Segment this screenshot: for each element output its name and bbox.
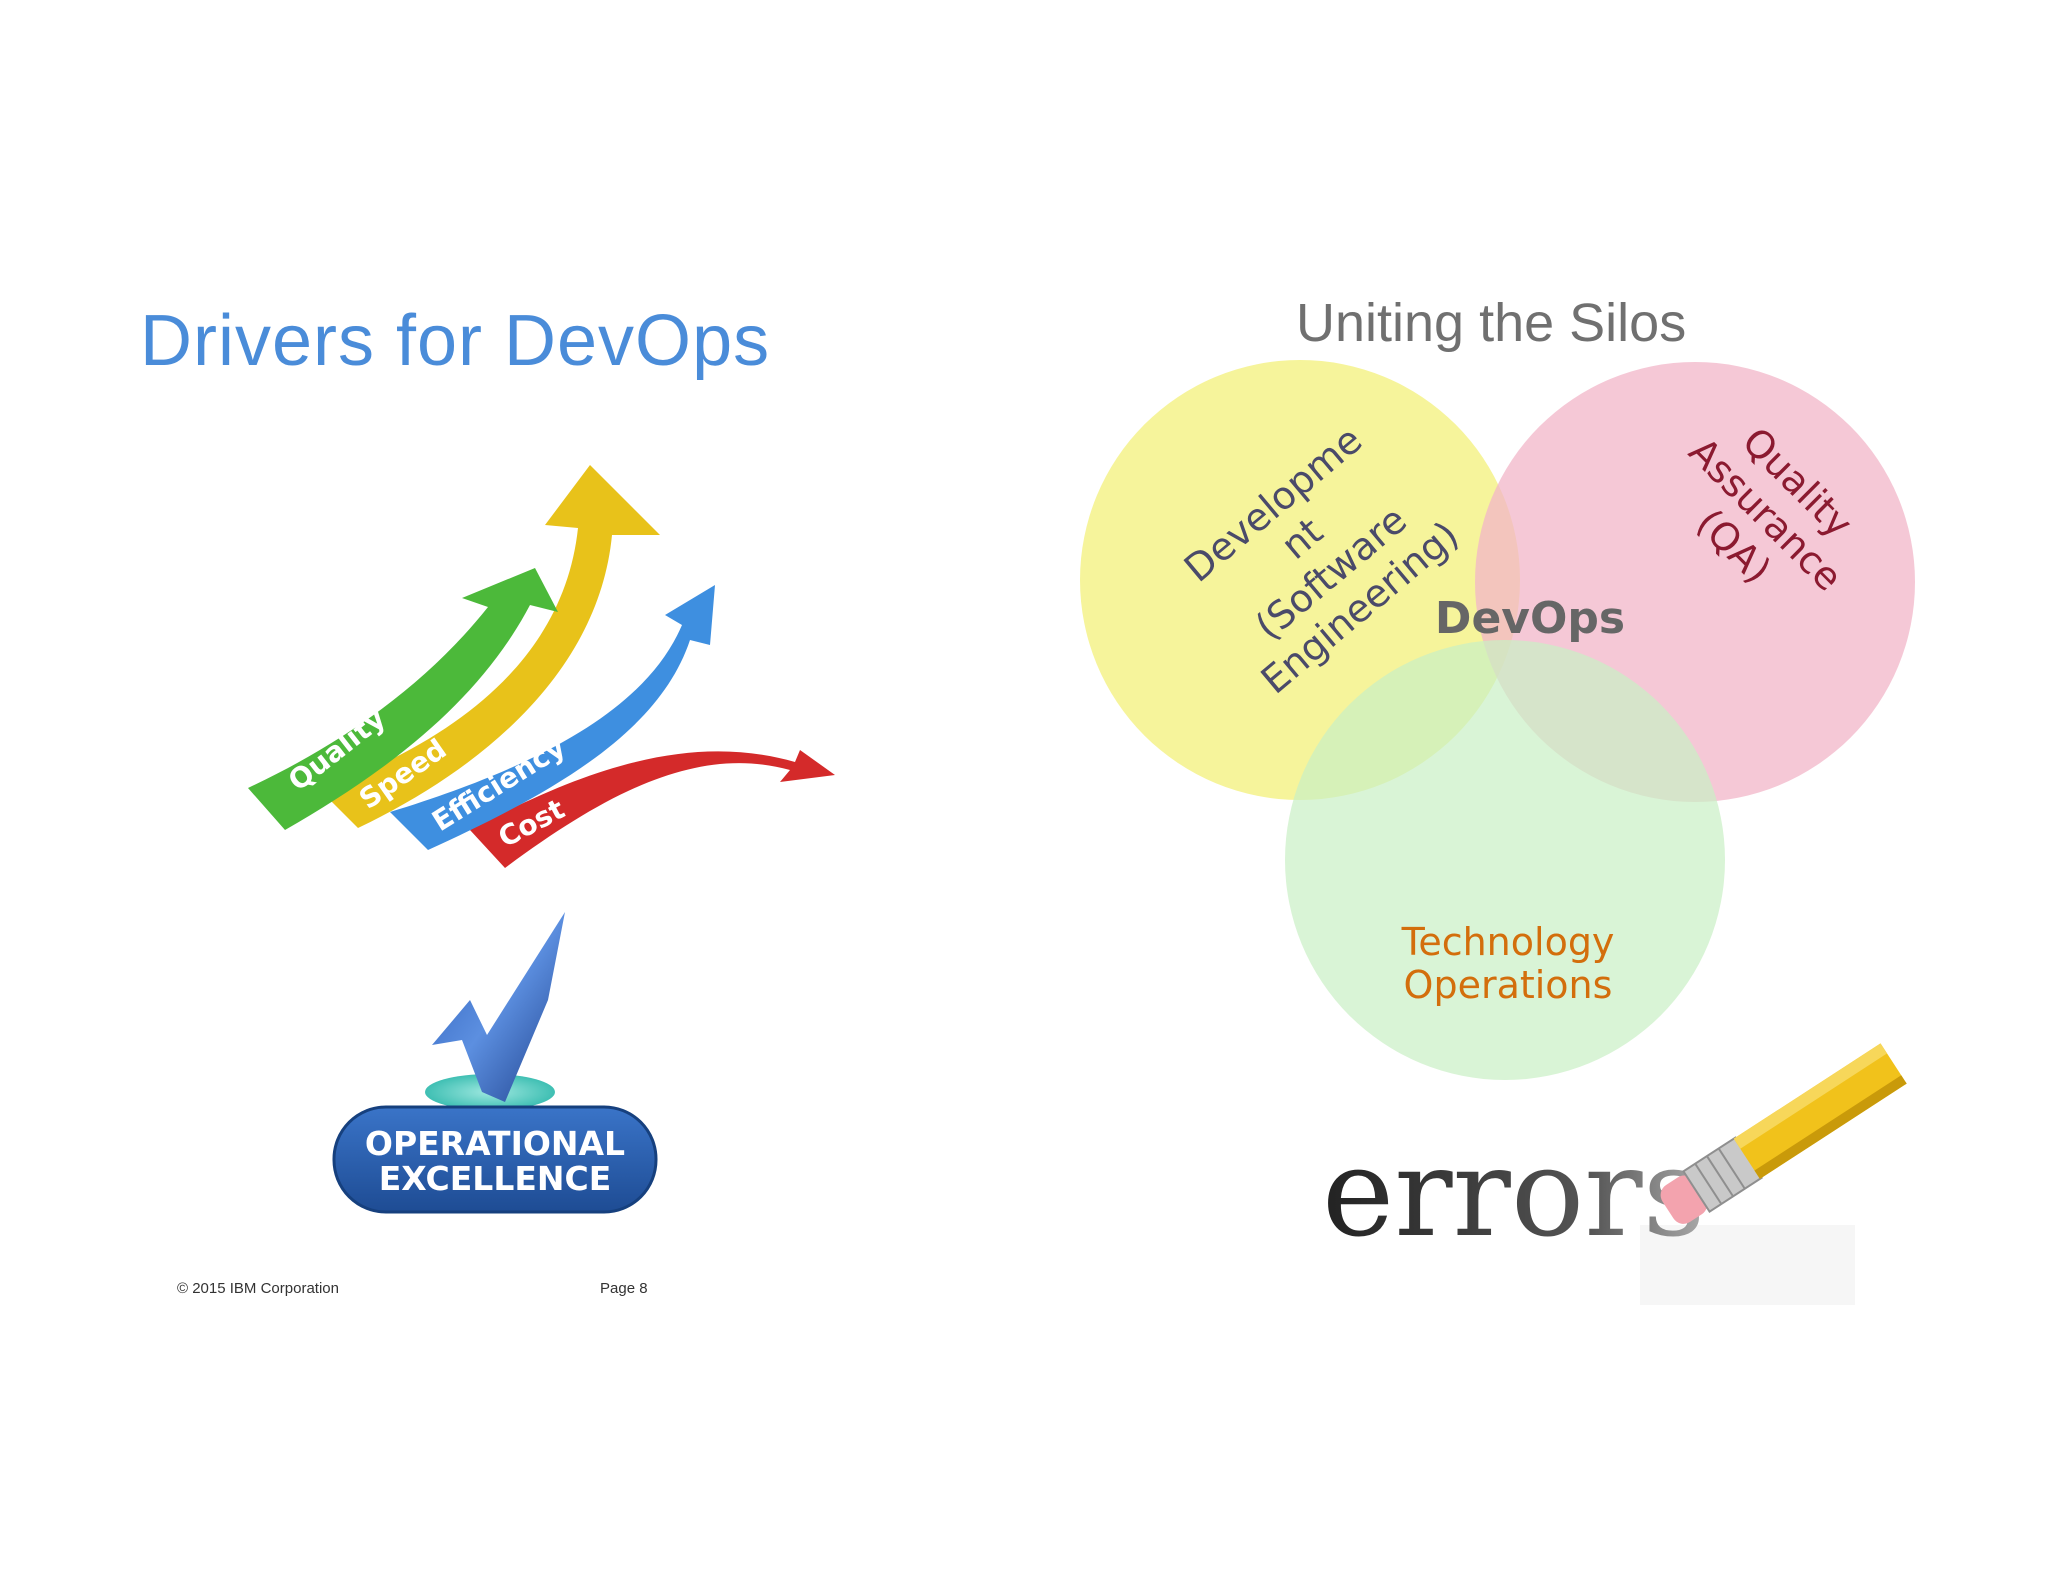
arrow-cost xyxy=(470,750,835,868)
venn-label-operations-line2: Operations xyxy=(1404,963,1613,1007)
errors-word: errors xyxy=(1322,1122,1705,1264)
venn-label-operations-line1: Technology xyxy=(1401,920,1615,964)
arrow-speed xyxy=(320,465,660,828)
venn-center-label: DevOps xyxy=(1435,593,1625,644)
venn-diagram: Developme nt (Software Engineering) Qual… xyxy=(1080,360,1915,1080)
arrows-graphic: Quality Speed Efficiency Cost xyxy=(248,465,835,868)
footer-copyright: © 2015 IBM Corporation xyxy=(177,1280,339,1297)
badge-line1: OPERATIONAL xyxy=(365,1124,625,1163)
arrow-quality xyxy=(248,568,558,830)
venn-title: Uniting the Silos xyxy=(1296,293,1687,353)
errors-backdrop xyxy=(1640,1225,1855,1305)
arrow-efficiency xyxy=(390,585,715,850)
pencil-eraser-icon xyxy=(1660,1043,1907,1224)
footer-page-number: Page 8 xyxy=(600,1280,648,1297)
badge-pill xyxy=(332,1105,658,1214)
badge-line2: EXCELLENCE xyxy=(379,1159,612,1198)
page-title: Drivers for DevOps xyxy=(140,301,771,381)
checkmark-icon xyxy=(432,912,565,1102)
errors-graphic: errors xyxy=(1322,1043,1907,1305)
operational-excellence-badge: OPERATIONAL EXCELLENCE xyxy=(332,912,658,1214)
venn-circle-operations xyxy=(1285,640,1725,1080)
